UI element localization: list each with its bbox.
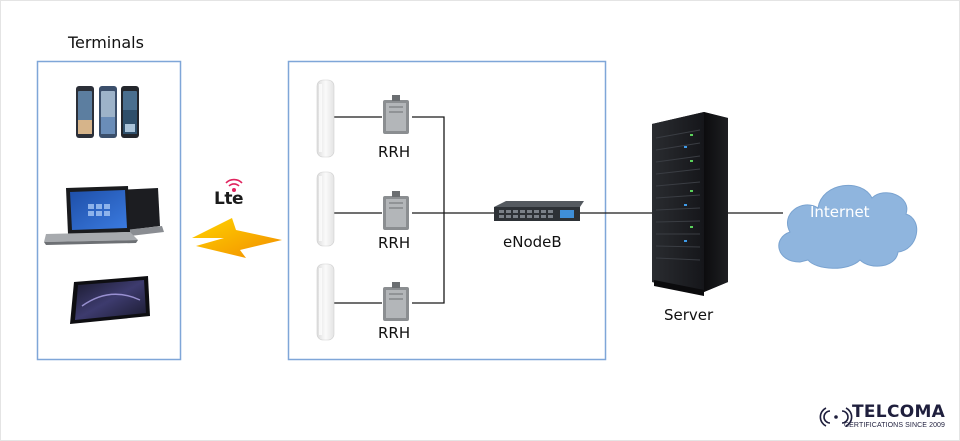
server-label: Server — [664, 306, 714, 324]
internet-cloud-icon — [778, 184, 918, 269]
logo-name: TELCOMA — [852, 402, 946, 422]
internet-label: Internet — [810, 203, 870, 221]
smartphones-icon — [76, 86, 139, 138]
rrh-unit-icon — [383, 282, 409, 321]
terminals-group-box — [36, 60, 182, 361]
enodeb-label: eNodeB — [503, 233, 562, 251]
connection-lines — [334, 116, 783, 304]
rrh-label-2: RRH — [378, 234, 411, 252]
laptop-icon — [44, 186, 164, 245]
tablet-icon — [70, 276, 150, 324]
lightning-icon — [192, 218, 282, 258]
telcoma-signal-icon — [819, 407, 853, 427]
antenna-icon — [316, 79, 335, 158]
rrh-bus-line — [412, 116, 445, 304]
enodeb-switch-icon — [494, 201, 584, 221]
antenna-icon — [316, 171, 335, 247]
rrh-label-3: RRH — [378, 324, 411, 342]
radio-group-box — [287, 60, 607, 361]
rrh-unit-icon — [383, 95, 409, 134]
lte-icon — [225, 178, 243, 192]
lte-label: Lte — [214, 189, 244, 209]
antenna-icon — [316, 263, 335, 341]
telcoma-logo: TELCOMA CERTIFICATIONS SINCE 2009 — [818, 402, 954, 434]
terminals-title: Terminals — [68, 33, 144, 52]
logo-tagline: CERTIFICATIONS SINCE 2009 — [844, 422, 946, 429]
rrh-unit-icon — [383, 191, 409, 230]
server-rack-icon — [652, 112, 728, 296]
rrh-label-1: RRH — [378, 143, 411, 161]
